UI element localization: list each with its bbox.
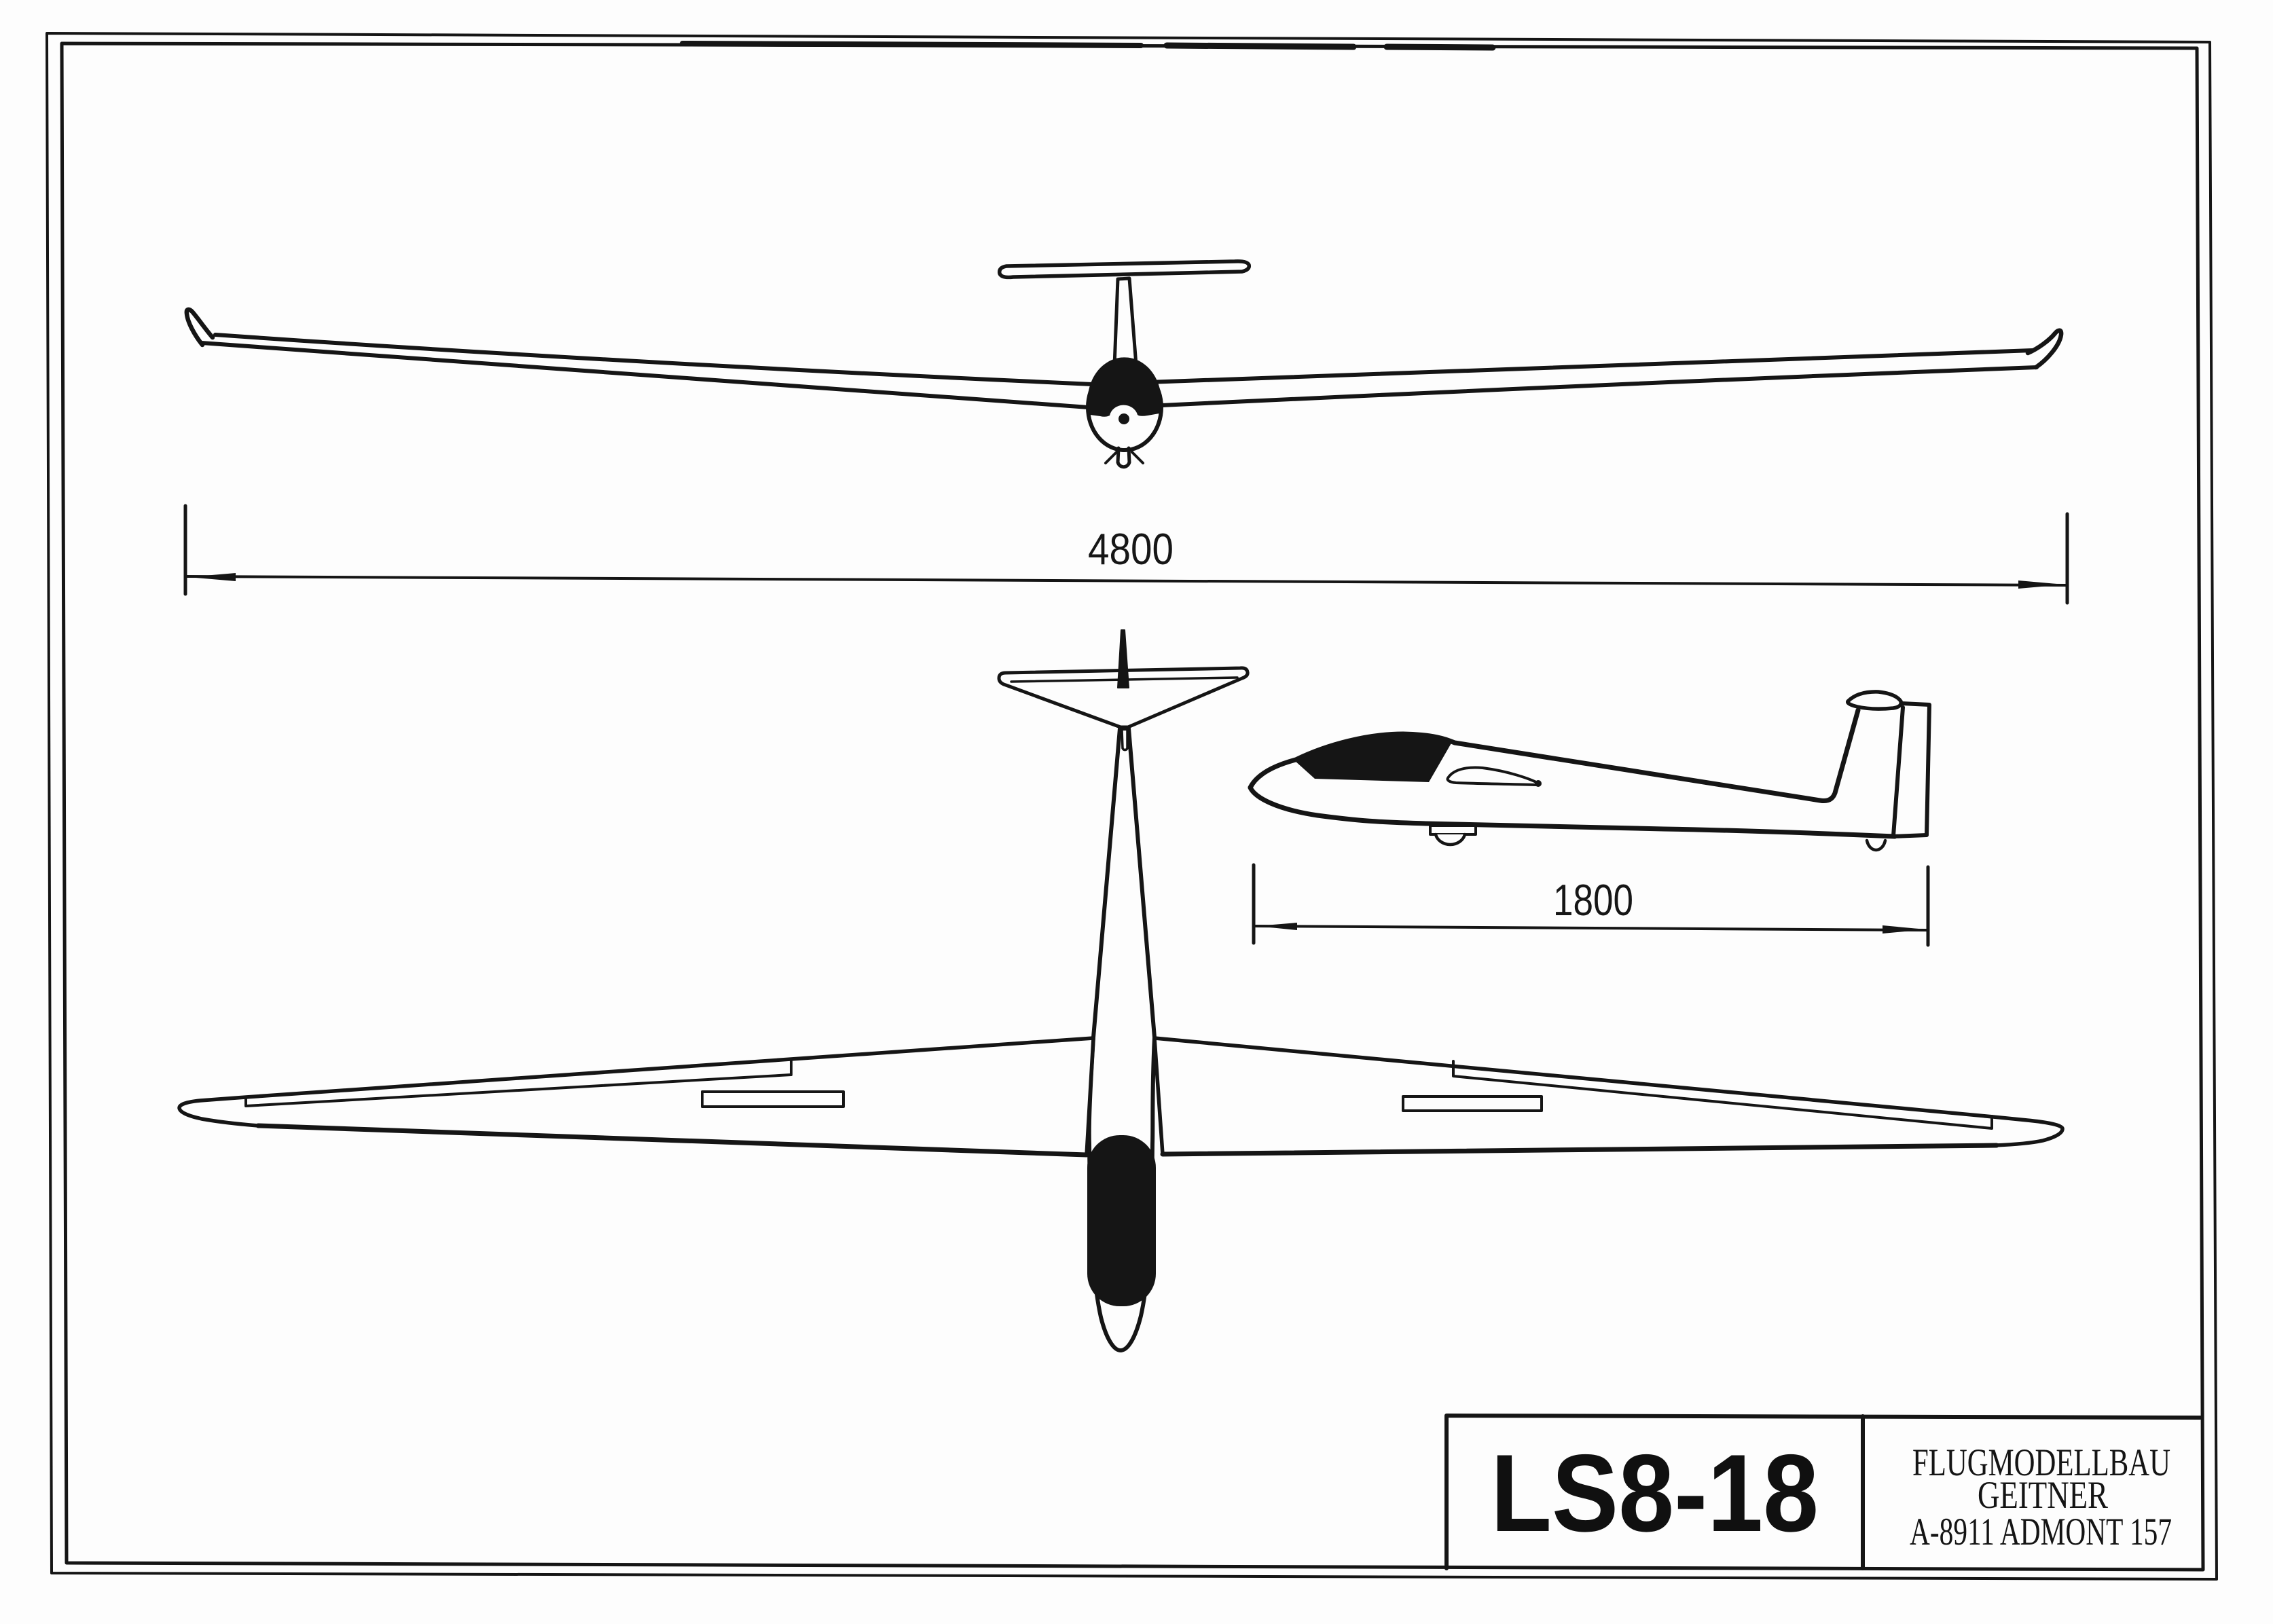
svg-text:LS8-18: LS8-18 bbox=[1491, 1432, 1819, 1555]
svg-text:4800: 4800 bbox=[1088, 524, 1174, 574]
svg-text:A-8911 ADMONT 157: A-8911 ADMONT 157 bbox=[1910, 1511, 2172, 1553]
svg-text:FLUGMODELLBAU: FLUGMODELLBAU bbox=[1912, 1441, 2170, 1484]
svg-text:1800: 1800 bbox=[1553, 875, 1633, 925]
svg-text:GEITNER: GEITNER bbox=[1978, 1474, 2108, 1517]
